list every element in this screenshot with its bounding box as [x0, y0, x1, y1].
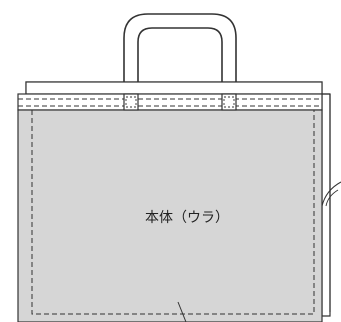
side-fold-curl — [321, 181, 341, 207]
bag-handle — [123, 13, 237, 108]
side-fold-curl-inner — [325, 189, 339, 207]
body-label: 本体（ウラ） — [145, 210, 229, 226]
handle-attachment-left — [123, 93, 139, 111]
back-panel-top — [25, 81, 323, 95]
body-stitch-line — [31, 110, 315, 315]
top-hem-band — [17, 93, 323, 111]
bag-body — [17, 109, 323, 322]
handle-outer-outline — [123, 13, 237, 108]
handle-inner-outline — [137, 27, 223, 108]
bottom-fold-mark — [177, 301, 187, 322]
handle-attachment-right — [221, 93, 237, 111]
